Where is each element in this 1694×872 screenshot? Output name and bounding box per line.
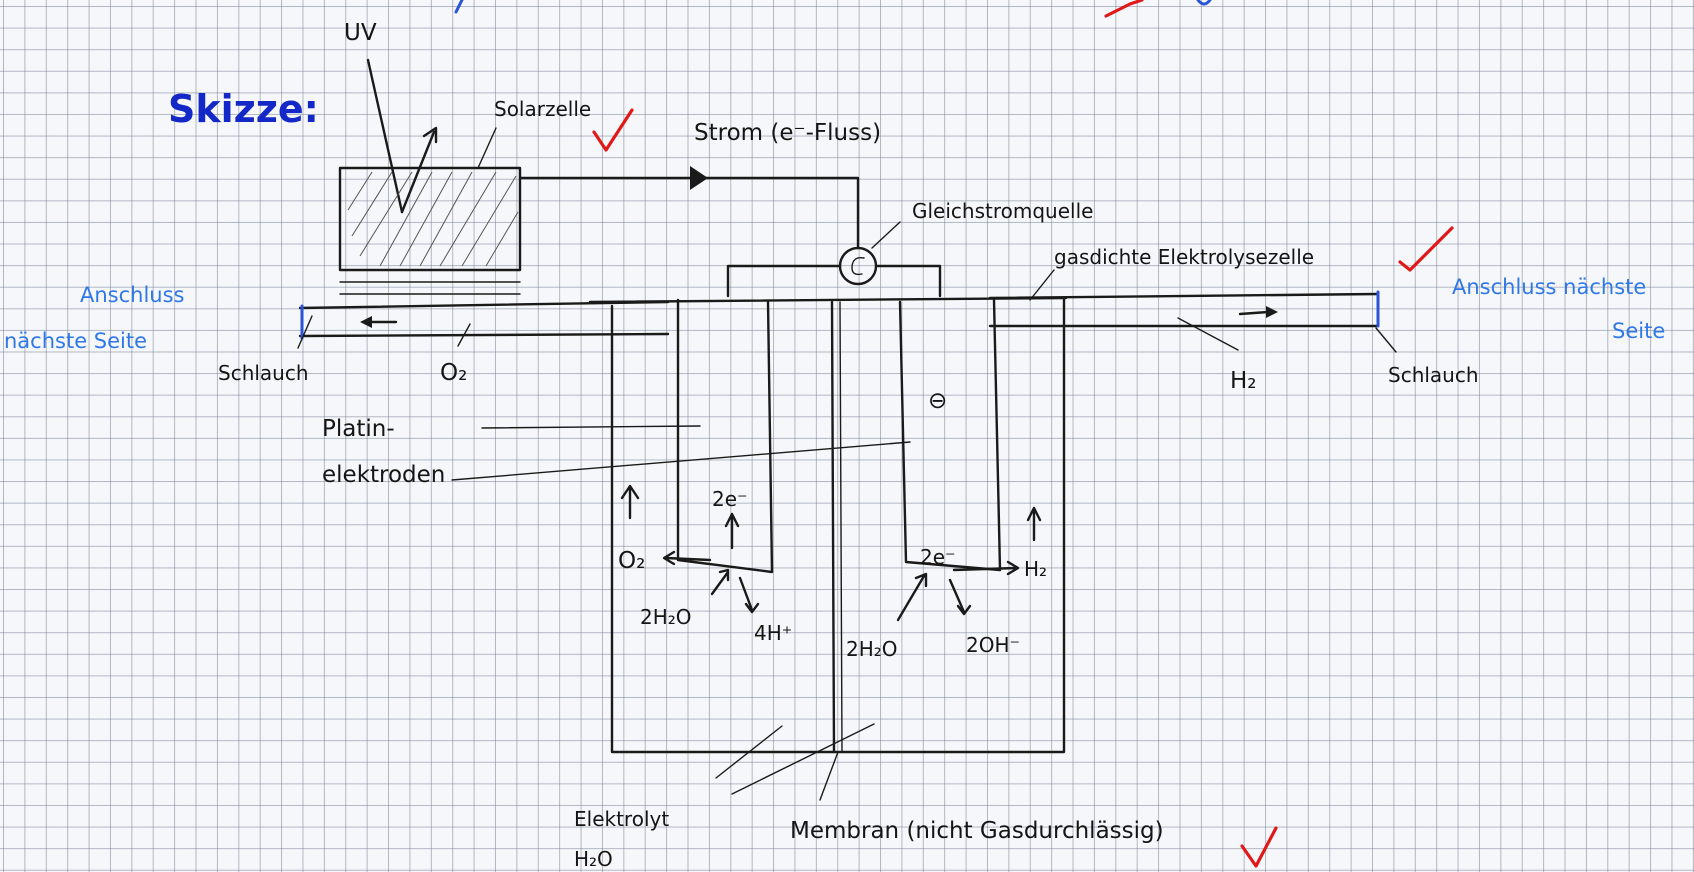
cathode-electrode <box>900 300 1000 570</box>
anode-o2-label: O₂ <box>618 548 645 574</box>
membran-label: Membran (nicht Gasdurchlässig) <box>790 818 1164 844</box>
membrane-line <box>832 302 834 752</box>
uv-reflect <box>402 132 434 212</box>
elektrolysezelle-label: gasdichte Elektrolysezelle <box>1054 245 1314 269</box>
anode-electrode <box>678 300 772 572</box>
schlauch-left-label: Schlauch <box>218 361 309 385</box>
heading: Skizze: <box>168 87 319 131</box>
gleichstromquelle-label: Gleichstromquelle <box>912 199 1093 223</box>
anode-water-label: 2H₂O <box>640 605 692 629</box>
platin-pointer-1 <box>482 426 700 428</box>
schlauch-right-label: Schlauch <box>1388 363 1479 387</box>
dc-source-icon <box>840 248 876 284</box>
solarzelle-label: Solarzelle <box>494 97 591 121</box>
dc-source-symbol <box>852 258 864 275</box>
gleichstrom-pointer <box>872 222 900 248</box>
cathode-water-label: 2H₂O <box>846 637 898 661</box>
solar-cell <box>340 168 520 294</box>
cathode-water-arrow <box>898 574 926 620</box>
anschluss-right-2: Seite <box>1612 319 1665 343</box>
cutoff-red-mark <box>1106 0 1142 16</box>
check-elektrolysezelle <box>1400 228 1452 270</box>
cutoff-blue-mark-left <box>456 0 462 12</box>
strom-label: Strom (e⁻-Fluss) <box>694 120 881 146</box>
cathode-h2-label: H₂ <box>1024 557 1047 581</box>
platin-label-2: elektroden <box>322 462 445 488</box>
elektrolysezelle-pointer <box>1030 270 1054 300</box>
membrane-hatch <box>716 724 874 794</box>
cathode-electron-label: 2e⁻ <box>920 545 956 569</box>
anschluss-left-1: Anschluss <box>80 283 185 307</box>
anode-proton-arrow <box>740 578 758 612</box>
cathode-oh-arrow <box>950 580 970 614</box>
anode-proton-label: 4H⁺ <box>754 621 792 645</box>
anode-water-arrow <box>712 570 728 594</box>
source-wires <box>728 266 940 296</box>
current-wire <box>520 178 858 248</box>
h2-rising-arrow <box>1028 508 1040 540</box>
schlauch-left-pointer <box>298 316 312 348</box>
anode-electron-label: 2e⁻ <box>712 487 748 511</box>
cathode-minus-icon: ⊖ <box>928 388 947 414</box>
o2-tube-label: O₂ <box>440 360 467 386</box>
check-solarzelle <box>594 110 632 150</box>
cathode-oh-label: 2OH⁻ <box>966 633 1020 657</box>
solarzelle-pointer <box>478 128 496 168</box>
cutoff-blue-mark-right <box>1198 0 1210 4</box>
anschluss-right-1: Anschluss nächste <box>1452 275 1646 299</box>
check-membran <box>1242 828 1276 866</box>
uv-ray <box>368 60 402 212</box>
schlauch-right-pointer <box>1376 328 1396 352</box>
anschluss-left-2: nächste Seite <box>4 329 147 353</box>
current-arrow-icon <box>690 166 708 190</box>
membran-pointer <box>820 752 838 800</box>
uv-label: UV <box>344 20 377 46</box>
h2-tube-label: H₂ <box>1230 368 1257 394</box>
platin-label-1: Platin- <box>322 416 395 442</box>
h2-tube-pointer <box>1178 318 1238 350</box>
o2-rising-arrow <box>622 486 638 518</box>
elektrolyt-label-2: H₂O <box>574 847 613 871</box>
anode-electron-arrow <box>726 514 738 548</box>
elektrolyt-label-1: Elektrolyt <box>574 807 669 831</box>
